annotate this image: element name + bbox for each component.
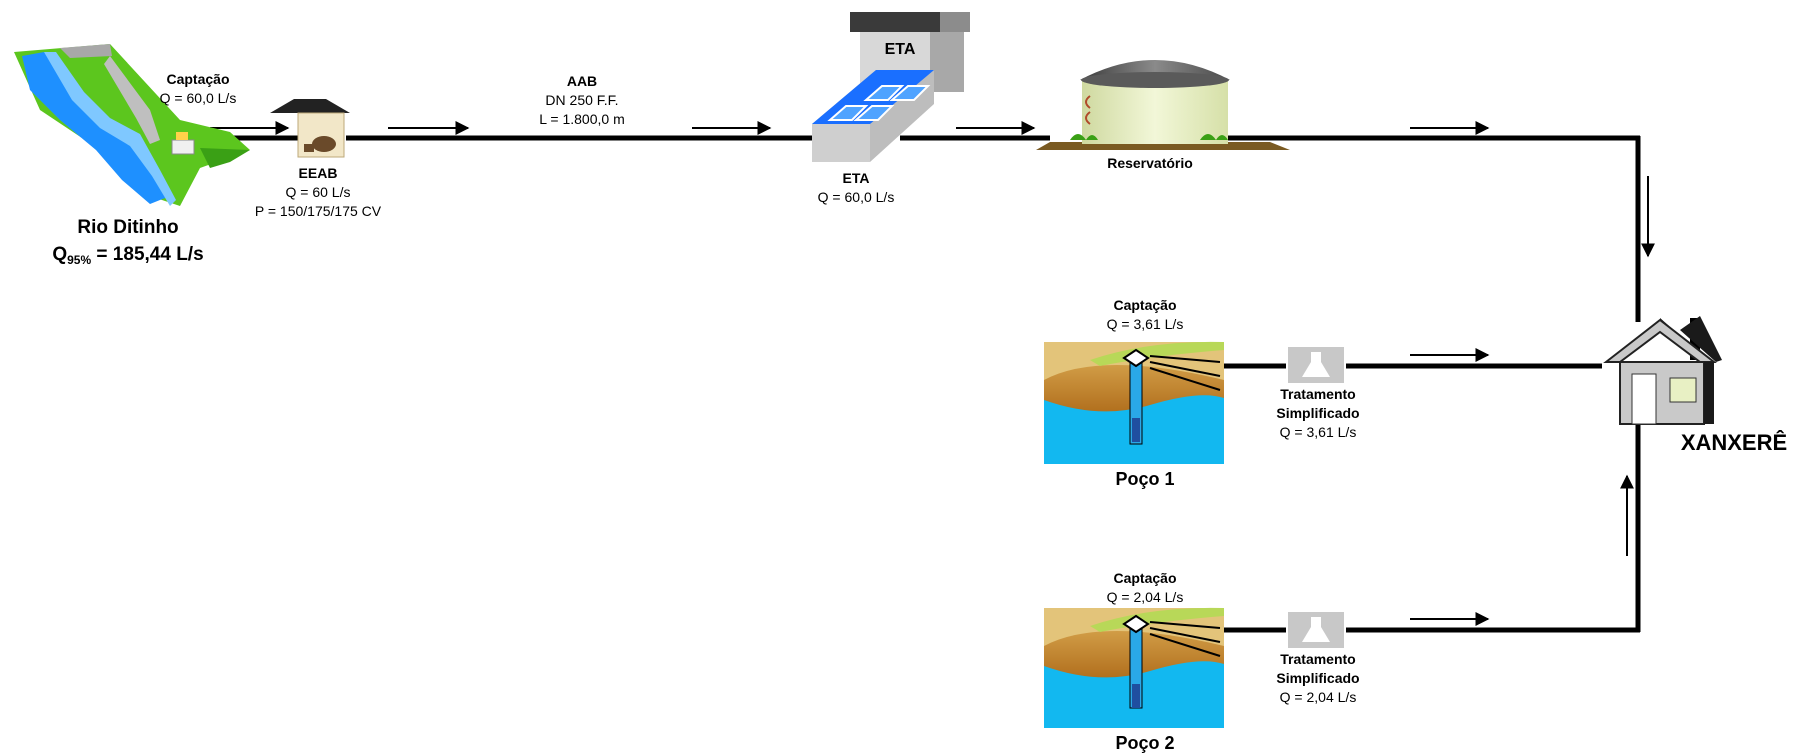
aab-title: AAB: [567, 73, 597, 89]
well2-name: Poço 2: [1115, 733, 1174, 753]
main-intake-flow: Q = 60,0 L/s: [160, 90, 237, 106]
well2-label-top: Captação Q = 2,04 L/s: [1107, 570, 1184, 605]
treatment2-line2: Simplificado: [1276, 670, 1359, 686]
main-intake-label: Captação Q = 60,0 L/s: [160, 71, 237, 106]
well2-intake-flow: Q = 2,04 L/s: [1107, 589, 1184, 605]
well2-intake-title: Captação: [1113, 570, 1176, 586]
main-intake-title: Captação: [166, 71, 229, 87]
well1-label-top: Captação Q = 3,61 L/s: [1107, 297, 1184, 332]
treatment1-box: [1288, 347, 1344, 383]
treatment2-line1: Tratamento: [1280, 651, 1355, 667]
eta-title: ETA: [843, 170, 870, 186]
well1-name: Poço 1: [1115, 469, 1174, 489]
city-name: XANXERÊ: [1681, 430, 1787, 455]
eeab-pump-house: [270, 99, 350, 158]
source-name: Rio Ditinho: [77, 217, 178, 238]
river-illustration: [14, 44, 250, 206]
treatment2-flow: Q = 2,04 L/s: [1280, 689, 1357, 705]
treatment1-flow: Q = 3,61 L/s: [1280, 424, 1357, 440]
treatment1-label: Tratamento Simplificado Q = 3,61 L/s: [1276, 386, 1359, 440]
eta-sign: ETA: [885, 41, 916, 58]
pipelines: [196, 135, 1641, 633]
treatment2-label: Tratamento Simplificado Q = 2,04 L/s: [1276, 651, 1359, 705]
reservoir-title: Reservatório: [1107, 155, 1193, 171]
treatment1-line2: Simplificado: [1276, 405, 1359, 421]
source-label: Rio Ditinho Q95% = 185,44 L/s: [52, 217, 203, 267]
eeab-label: EEAB Q = 60 L/s P = 150/175/175 CV: [255, 165, 382, 219]
aab-length: L = 1.800,0 m: [539, 111, 624, 127]
reservoir-tank: [1036, 60, 1290, 150]
treatment1-line1: Tratamento: [1280, 386, 1355, 402]
well2-illustration: [1044, 607, 1224, 728]
well1-intake-flow: Q = 3,61 L/s: [1107, 316, 1184, 332]
eta-building: ETA: [812, 12, 970, 162]
eeab-power: P = 150/175/175 CV: [255, 203, 382, 219]
aab-diameter: DN 250 F.F.: [545, 92, 618, 108]
city-house-icon: [1603, 316, 1722, 425]
source-flow: Q95% = 185,44 L/s: [52, 244, 203, 267]
well1-intake-title: Captação: [1113, 297, 1176, 313]
eeab-flow: Q = 60 L/s: [286, 184, 351, 200]
aab-label: AAB DN 250 F.F. L = 1.800,0 m: [539, 73, 624, 127]
treatment2-box: [1288, 612, 1344, 648]
flow-arrows: [210, 121, 1655, 626]
eta-flow: Q = 60,0 L/s: [818, 189, 895, 205]
eeab-title: EEAB: [299, 165, 338, 181]
eta-label: ETA Q = 60,0 L/s: [818, 170, 895, 205]
well1-illustration: [1044, 341, 1224, 464]
